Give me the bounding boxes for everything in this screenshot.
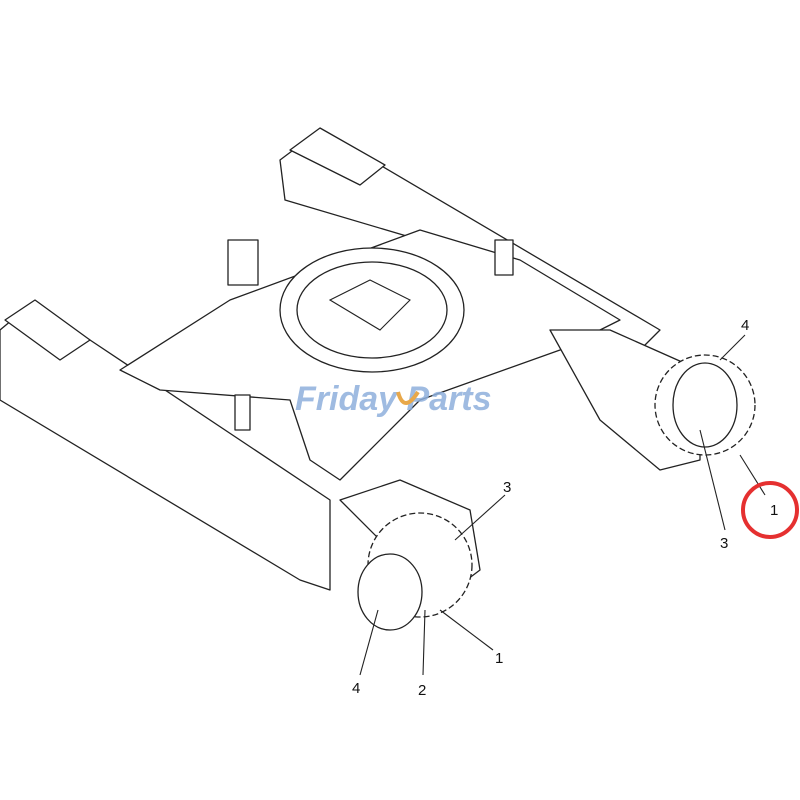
pivot-lug — [234, 394, 251, 431]
highlight-circle — [741, 481, 799, 539]
left-sprocket-cover — [357, 553, 423, 631]
pivot-lug — [227, 239, 259, 286]
callout-label: 3 — [720, 535, 728, 552]
callout-label: 3 — [503, 479, 511, 496]
callout-label: 4 — [352, 680, 360, 697]
right-motor-hub — [672, 362, 738, 448]
watermark-accent — [396, 390, 420, 405]
rear-pad — [289, 127, 386, 186]
callout-label: 2 — [418, 682, 426, 699]
swing-ring-inner — [296, 261, 448, 359]
callout-label: 1 — [495, 650, 503, 667]
callout-label: 4 — [741, 317, 749, 334]
center-opening — [328, 279, 411, 331]
right-motor-guard — [549, 329, 701, 471]
front-pad — [4, 299, 91, 361]
pivot-lug — [494, 239, 514, 276]
leader-lines — [359, 334, 766, 676]
watermark-logo: Friday Parts — [295, 380, 492, 418]
callout-label: 1 — [770, 502, 778, 519]
